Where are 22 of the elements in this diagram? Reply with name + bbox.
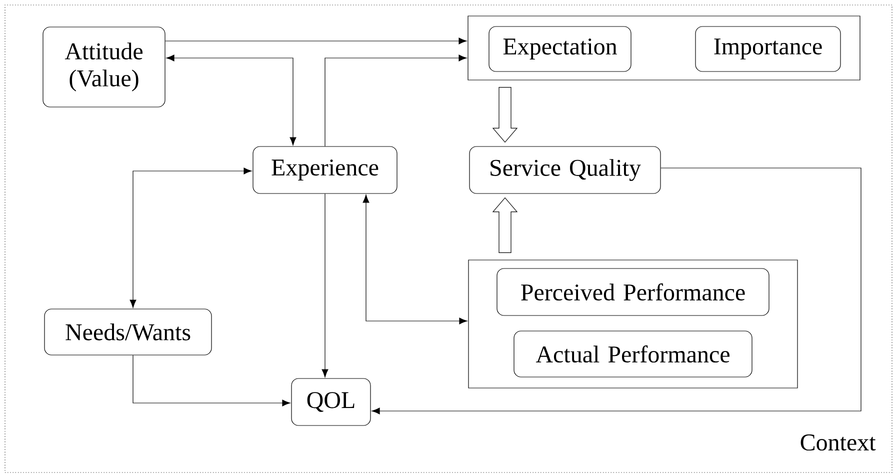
process-box: Perceived Performance [496,268,770,316]
arrow [132,355,290,406]
arrow [324,54,467,146]
process-box: Attitude (Value) [42,26,166,108]
arrow [130,168,252,308]
process-box: QOL [291,378,371,426]
arrow [165,38,467,44]
group-box [468,260,798,388]
group-box [468,16,860,80]
process-box: Actual Performance [514,330,752,378]
process-box: Importance [695,26,841,72]
arrow [166,54,296,146]
process-box: Expectation [488,26,632,72]
process-box: Needs/Wants [44,308,212,356]
context-label: Context [800,434,876,451]
arrow [322,194,328,378]
block-arrow [492,197,518,253]
process-box: Service Quality [469,146,661,194]
arrow [372,168,862,414]
process-box: Experience [252,146,398,194]
arrow [362,194,468,324]
block-arrow [492,87,518,143]
